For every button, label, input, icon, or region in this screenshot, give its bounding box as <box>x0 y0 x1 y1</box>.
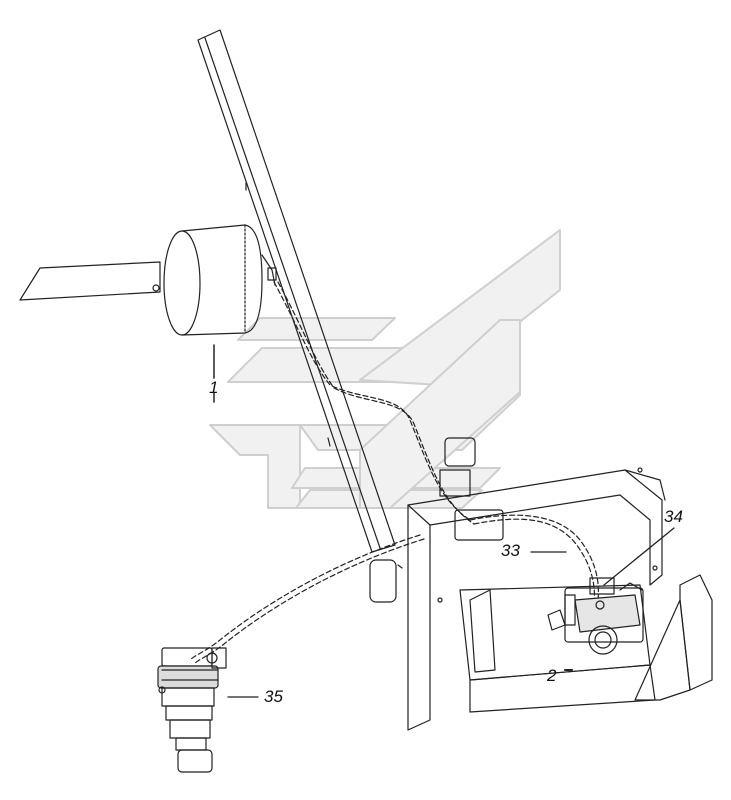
brake-chamber-assembly <box>157 647 227 773</box>
mounting-frame <box>407 437 713 731</box>
callout-33: 33 <box>501 541 520 560</box>
brake-valve-unit <box>547 577 644 655</box>
callout-2: 2 <box>547 666 557 685</box>
air-receiver-tank <box>19 224 277 336</box>
callout-35: 35 <box>264 687 283 706</box>
callout-1: 1 <box>209 378 219 397</box>
watermark-logo <box>209 229 561 509</box>
air-lines <box>189 281 600 665</box>
callout-34: 34 <box>664 507 683 526</box>
frame-rail <box>197 29 403 603</box>
